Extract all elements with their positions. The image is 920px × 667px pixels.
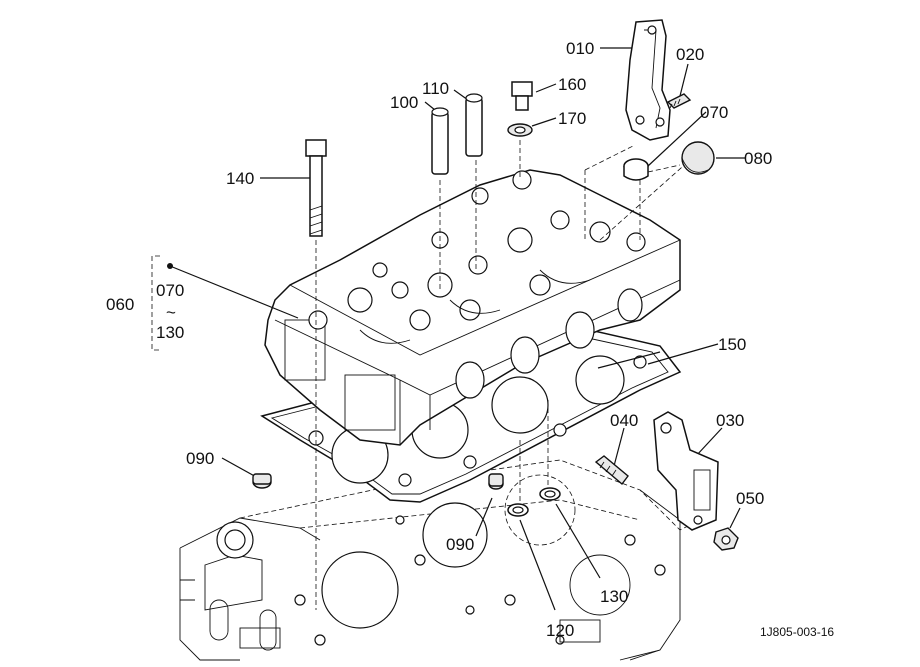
callout-labels: 010 020 070 080 100 110 160 170 140 060 … bbox=[106, 39, 834, 640]
label-030: 030 bbox=[716, 411, 744, 430]
part-020-stud bbox=[666, 93, 692, 109]
label-040: 040 bbox=[610, 411, 638, 430]
part-050-nut bbox=[713, 527, 739, 551]
label-140: 140 bbox=[226, 169, 254, 188]
label-070-range-start: 070 bbox=[156, 281, 184, 300]
label-080: 080 bbox=[744, 149, 772, 168]
part-090-dowel-left bbox=[252, 473, 272, 489]
label-170: 170 bbox=[558, 109, 586, 128]
part-100-valve-guide bbox=[431, 107, 449, 175]
part-120-seal bbox=[507, 503, 529, 517]
part-140-head-bolt bbox=[305, 139, 327, 237]
leader-lines bbox=[169, 47, 746, 611]
label-090-center: 090 bbox=[446, 535, 474, 554]
part-170-washer bbox=[507, 123, 533, 137]
part-110-valve-guide bbox=[465, 93, 483, 157]
label-160: 160 bbox=[558, 75, 586, 94]
label-range-separator: ~ bbox=[166, 303, 176, 322]
label-110: 110 bbox=[422, 79, 449, 98]
part-070-seal bbox=[623, 158, 649, 181]
label-120: 120 bbox=[546, 621, 574, 640]
label-130-range-end: 130 bbox=[156, 323, 184, 342]
part-130-seal bbox=[539, 487, 561, 501]
part-080-plug bbox=[681, 141, 715, 175]
cylinder-block bbox=[179, 459, 701, 661]
head-gasket bbox=[260, 329, 682, 503]
part-030-bracket bbox=[653, 411, 719, 531]
label-060: 060 bbox=[106, 295, 134, 314]
label-100: 100 bbox=[390, 93, 418, 112]
label-090-left: 090 bbox=[186, 449, 214, 468]
label-010: 010 bbox=[566, 39, 594, 58]
label-070-top: 070 bbox=[700, 103, 728, 122]
part-040-stud bbox=[594, 455, 629, 486]
label-130: 130 bbox=[600, 587, 628, 606]
part-010-bracket bbox=[625, 19, 671, 141]
label-150: 150 bbox=[718, 335, 746, 354]
part-160-bolt bbox=[511, 81, 533, 111]
group-060-bracket bbox=[151, 255, 173, 351]
part-090-dowel-center bbox=[488, 473, 504, 490]
label-050: 050 bbox=[736, 489, 764, 508]
drawing-reference-number: 1J805-003-16 bbox=[760, 625, 834, 639]
label-020: 020 bbox=[676, 45, 704, 64]
